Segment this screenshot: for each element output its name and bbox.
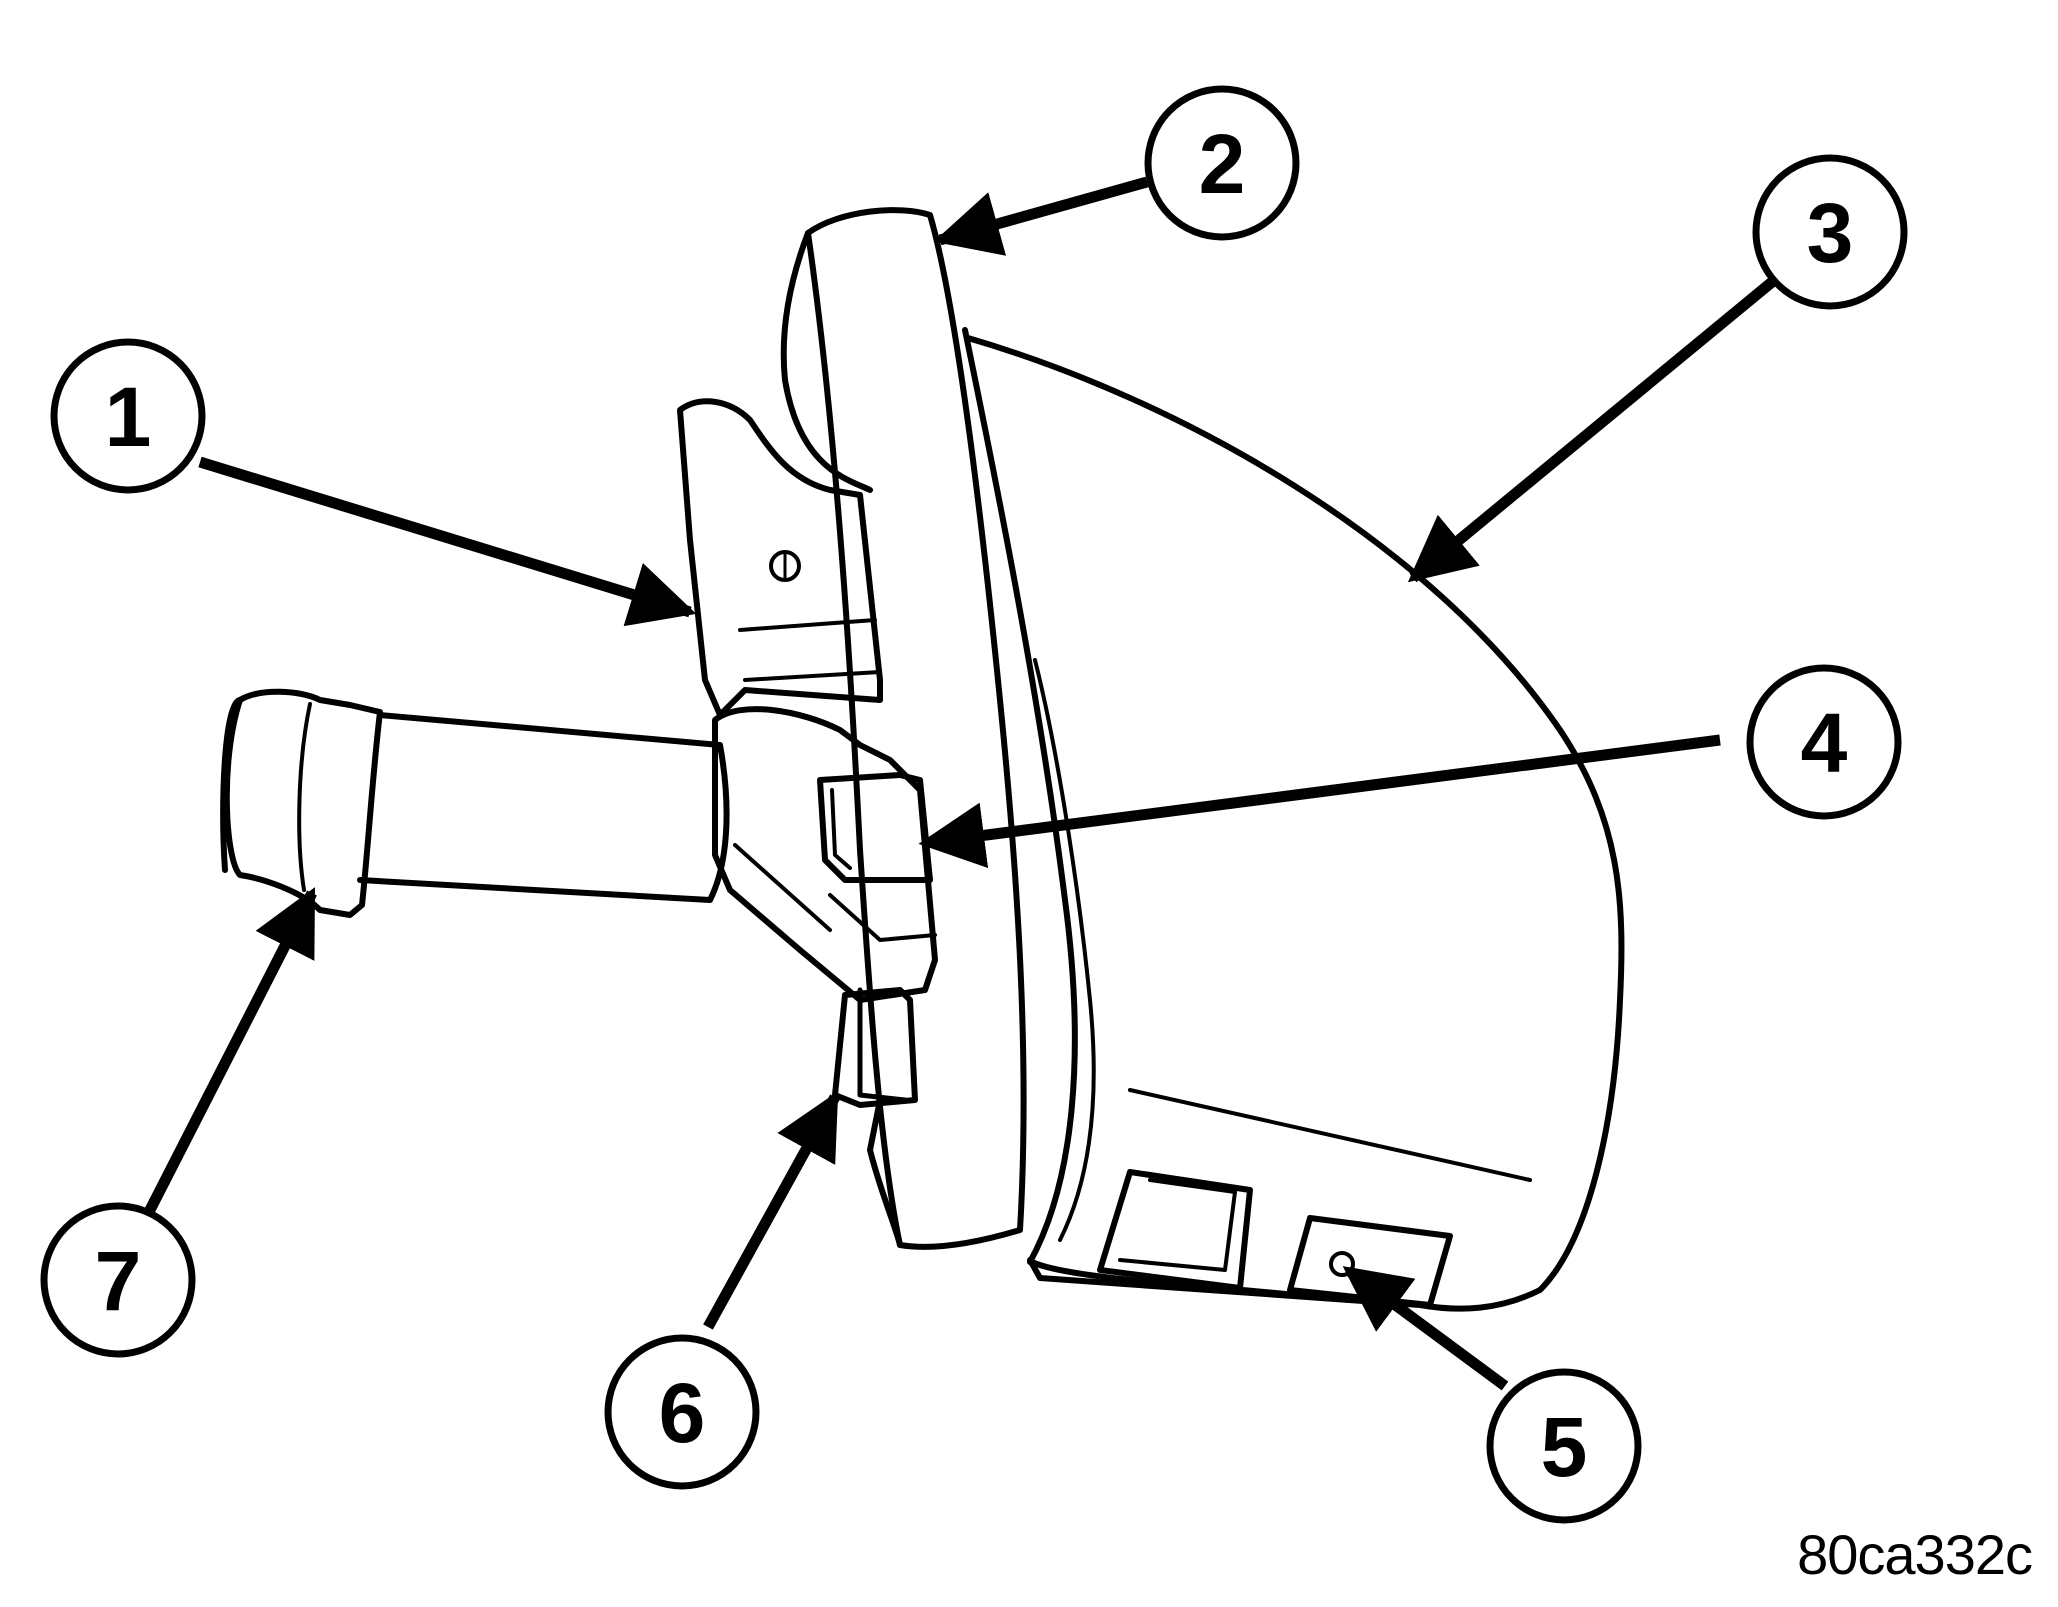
callout-number: 3 [1807, 186, 1854, 280]
callout-number: 7 [95, 1234, 142, 1328]
neck-tube [357, 712, 730, 903]
callout-5: 5 [1486, 1368, 1642, 1524]
callout-circle [1746, 664, 1902, 820]
housing-seam-line [1128, 1088, 1532, 1182]
callout-7: 7 [40, 1202, 196, 1358]
leader-arrow-6 [703, 1091, 840, 1330]
housing-rim-inner [1033, 658, 1096, 1242]
leader-arrow-7 [145, 887, 317, 1213]
connector-socket-inner [1118, 1178, 1237, 1272]
hub-lower-step [857, 987, 908, 1103]
flange-lower-tab [867, 1097, 903, 1248]
mounting-bracket [677, 398, 883, 718]
callout-number: 2 [1199, 117, 1246, 211]
leader-arrow-5 [1342, 1265, 1509, 1391]
callout-number: 5 [1541, 1400, 1588, 1494]
lock-tab-inner [830, 788, 852, 870]
callout-number: 1 [105, 370, 152, 464]
figure-id-label: 80ca332c [1797, 1523, 2033, 1586]
sensor-port-housing [1287, 1215, 1453, 1308]
leader-arrow-2 [933, 176, 1149, 256]
hub-collar-line [733, 843, 832, 932]
nozzle-cap [220, 697, 243, 873]
nozzle-end [223, 688, 383, 918]
flange-back-edge [780, 230, 873, 493]
callout-4: 4 [1746, 664, 1902, 820]
sensor-port-hole [1329, 1251, 1355, 1277]
leader-arrow-3 [1407, 277, 1776, 583]
callout-circle [50, 338, 206, 494]
hub-collar-line-2 [828, 893, 937, 942]
callout-circle [1144, 85, 1300, 241]
lock-tab [817, 772, 933, 883]
housing-dome [965, 335, 1625, 1312]
callout-circle [1752, 154, 1908, 310]
housing-rim [962, 327, 1078, 1265]
nozzle-lip [297, 702, 312, 892]
bracket-rib [738, 618, 877, 632]
callout-3: 3 [1752, 154, 1908, 310]
leader-arrow-4 [918, 734, 1721, 869]
part-illustration [220, 207, 1625, 1312]
callout-circle [604, 1334, 760, 1490]
bracket-rib-2 [743, 670, 882, 682]
callout-2: 2 [1144, 85, 1300, 241]
connector-socket [1097, 1169, 1253, 1291]
flange-outer [805, 207, 1027, 1250]
callout-1: 1 [50, 338, 206, 494]
callout-6: 6 [604, 1334, 760, 1490]
housing-bottom-edge [1029, 1259, 1353, 1303]
callout-number: 4 [1801, 696, 1848, 790]
callout-number: 6 [659, 1366, 706, 1460]
callout-circle [1486, 1368, 1642, 1524]
leader-arrow-1 [198, 456, 697, 627]
leader-arrows [145, 176, 1776, 1391]
callout-circle [40, 1202, 196, 1358]
